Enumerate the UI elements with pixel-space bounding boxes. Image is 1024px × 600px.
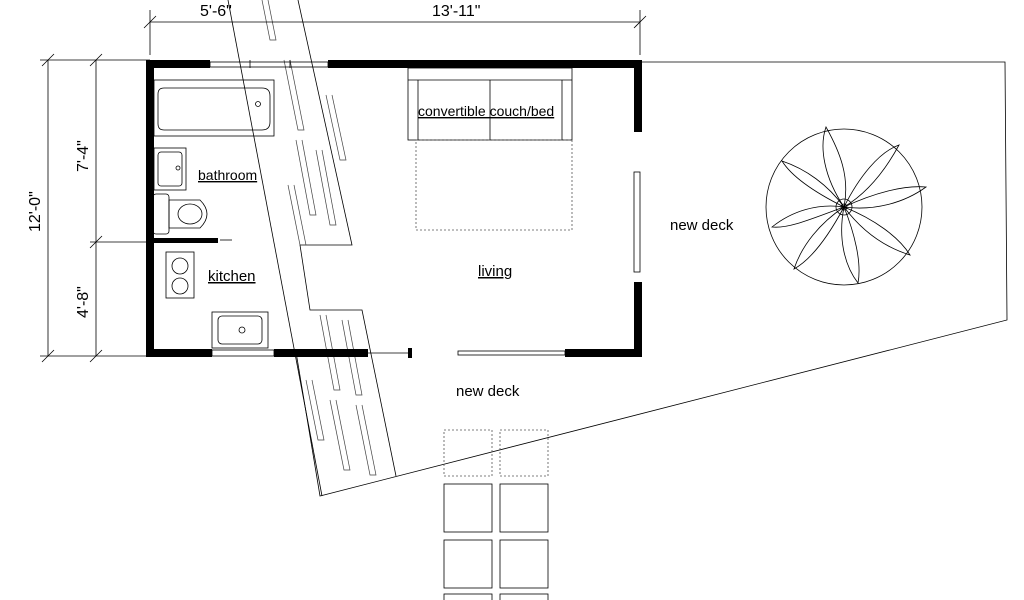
walls: [146, 60, 642, 357]
boardwalk: [227, 0, 397, 497]
dimension-top-right: 13'-11": [432, 3, 480, 20]
dimension-top-left: 5'-6": [200, 3, 232, 20]
bathroom-label: bathroom: [198, 167, 257, 183]
couch-label: convertible couch/bed: [418, 103, 554, 119]
dimension-lines: [40, 10, 647, 363]
bathtub-icon: [153, 79, 275, 137]
living-label: living: [478, 263, 512, 280]
toilet-icon: [152, 193, 208, 235]
plant-icon: [765, 126, 928, 286]
stepping-stones: [443, 429, 549, 600]
windows: [147, 60, 641, 358]
sink-icon: [153, 147, 187, 191]
deck-outline: [295, 61, 1008, 497]
couch-bed: [407, 67, 573, 231]
deck-south-label: new deck: [456, 383, 520, 400]
kitchen-label: kitchen: [208, 268, 256, 285]
dimension-left-lower: 4'-8": [75, 286, 92, 318]
dimension-left-total: 12'-0": [27, 191, 44, 232]
stove-icon: [165, 251, 195, 299]
kitchen-sink-icon: [211, 311, 269, 349]
dimension-left-upper: 7'-4": [75, 140, 92, 172]
deck-east-label: new deck: [670, 217, 734, 234]
